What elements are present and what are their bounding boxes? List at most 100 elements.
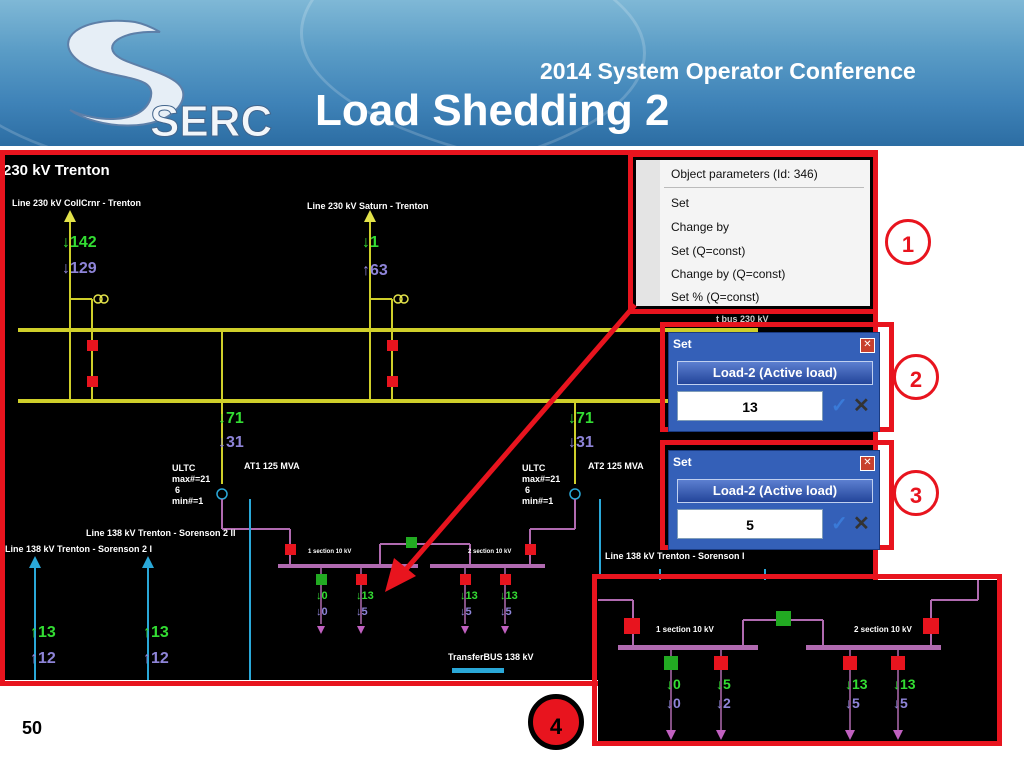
load1a-arrow xyxy=(317,626,325,634)
slide-number: 50 xyxy=(22,718,43,738)
transfer-bus-label: TransferBUS 138 kV xyxy=(448,652,534,662)
load2a-p: ↓13 xyxy=(460,590,478,602)
zoom-breaker-load2b[interactable] xyxy=(891,656,905,670)
dialog1-cancel-x-icon[interactable]: ✕ xyxy=(853,395,870,417)
breaker-load2b[interactable] xyxy=(500,574,511,585)
load1a-q: ↓0 xyxy=(316,606,328,618)
dialog1-confirm-check-icon[interactable]: ✓ xyxy=(831,395,848,417)
flow-collcrnr-p: ↓142 xyxy=(62,234,97,251)
breaker-left-1[interactable] xyxy=(87,340,98,351)
flow-sor2ii-q: ↑12 xyxy=(143,650,169,667)
zoom-load1b-q: ↓2 xyxy=(716,695,731,711)
menu-header-object-params[interactable]: Object parameters (Id: 346) xyxy=(671,167,818,181)
zoom-load1b-p: ↓5 xyxy=(716,676,731,692)
line-label-saturn: Line 230 kV Saturn - Trenton xyxy=(307,201,429,211)
flow-sor2ii-p: ↑13 xyxy=(143,624,169,641)
dialog2-close-icon[interactable]: ✕ xyxy=(860,456,875,471)
zoom-lines xyxy=(598,580,979,740)
at1-label: AT1 125 MVA xyxy=(244,461,300,471)
breaker-left-2[interactable] xyxy=(87,376,98,387)
zoom-load1a-q: ↓0 xyxy=(666,695,681,711)
breaker-mid-1[interactable] xyxy=(387,340,398,351)
dialog2-caption: Set xyxy=(673,455,692,469)
dialog2-value-input[interactable]: 5 xyxy=(677,509,823,539)
flow-saturn-p: ↓1 xyxy=(362,234,379,251)
transfer-bus xyxy=(452,668,504,673)
ct-left-2 xyxy=(99,294,109,304)
ct-mid-1 xyxy=(393,294,403,304)
menu-item-set[interactable]: Set xyxy=(671,196,690,210)
flow-tx1-q: ↓31 xyxy=(218,434,244,451)
load1a-p: ↓0 xyxy=(316,590,328,602)
dialog1-caption: Set xyxy=(673,337,692,351)
zoom-breaker-sec2[interactable] xyxy=(923,618,939,634)
logo-text: SERC xyxy=(150,97,272,145)
flow-saturn-q: ↑63 xyxy=(362,262,388,279)
zoom-load1a-arrow xyxy=(666,730,676,740)
pointer-arrow-shaft xyxy=(393,303,637,584)
section2-bus xyxy=(430,564,545,568)
pointer-arrow-head xyxy=(385,558,416,592)
breaker-tie[interactable] xyxy=(406,537,417,548)
flow-tx2-q: ↓31 xyxy=(568,434,594,451)
zoom-section1-label: 1 section 10 kV xyxy=(656,625,714,634)
menu-item-set-q-const[interactable]: Set (Q=const) xyxy=(671,244,746,258)
menu-item-change-by[interactable]: Change by xyxy=(671,220,730,234)
conference-title: 2014 System Operator Conference xyxy=(540,58,916,84)
dialog2-cancel-x-icon[interactable]: ✕ xyxy=(853,513,870,535)
dialog1-header: Load-2 (Active load) xyxy=(677,361,873,385)
menu-item-change-by-q-const[interactable]: Change by (Q=const) xyxy=(671,267,786,281)
zoom-load2a-arrow xyxy=(845,730,855,740)
line-label-sor2i: Line 138 kV Trenton - Sorenson 2 I xyxy=(5,544,153,554)
set-dialog-1: Set ✕ Load-2 (Active load) 13 ✓ ✕ xyxy=(668,332,880,432)
zoom-load2b-p: ↓13 xyxy=(893,676,916,692)
highlight-menu xyxy=(628,152,878,314)
section2-label: 2 section 10 kV xyxy=(468,549,512,555)
line138-left-1-arrow xyxy=(29,556,41,568)
load1b-p: ↓13 xyxy=(356,590,374,602)
context-menu: Object parameters (Id: 346) Set Change b… xyxy=(636,160,870,306)
breaker-mid-2[interactable] xyxy=(387,376,398,387)
at2-label: AT2 125 MVA xyxy=(588,461,644,471)
breaker-load1a[interactable] xyxy=(316,574,327,585)
breaker-load1b[interactable] xyxy=(356,574,367,585)
breaker-load2a[interactable] xyxy=(460,574,471,585)
load2b-arrow xyxy=(501,626,509,634)
serc-logo: SERC xyxy=(67,19,273,145)
callout-3: 3 xyxy=(893,470,939,516)
load1b-q: ↓5 xyxy=(356,606,368,618)
zoom-load2b-q: ↓5 xyxy=(893,695,908,711)
zoom-breaker-load1b[interactable] xyxy=(714,656,728,670)
zoom-section2-label: 2 section 10 kV xyxy=(854,625,912,634)
zoom-breaker-load2a[interactable] xyxy=(843,656,857,670)
ct-left-1 xyxy=(93,294,103,304)
title-banner: SERC 2014 System Operator Conference Loa… xyxy=(0,0,1024,146)
callout-1: 1 xyxy=(885,219,931,265)
zoom-breaker-sec1[interactable] xyxy=(624,618,640,634)
menu-item-set-percent-q-const[interactable]: Set % (Q=const) xyxy=(671,290,760,304)
flow-sor2i-q: ↑12 xyxy=(30,650,56,667)
dialog1-value-input[interactable]: 13 xyxy=(677,391,823,421)
section1-bus xyxy=(278,564,418,568)
callout-4: 4 xyxy=(528,694,584,750)
zoom-load1b-arrow xyxy=(716,730,726,740)
breaker-sec2[interactable] xyxy=(525,544,536,555)
dialog1-close-icon[interactable]: ✕ xyxy=(860,338,875,353)
flow-collcrnr-q: ↓129 xyxy=(62,260,97,277)
line138-left-2-arrow xyxy=(142,556,154,568)
load2a-q: ↓5 xyxy=(460,606,472,618)
zoom-load2a-p: ↓13 xyxy=(845,676,868,692)
callout-2: 2 xyxy=(893,354,939,400)
dialog2-confirm-check-icon[interactable]: ✓ xyxy=(831,513,848,535)
flow-tx2-p: ↓71 xyxy=(568,410,594,427)
load2a-arrow xyxy=(461,626,469,634)
feeder-mid-arrow xyxy=(364,210,376,222)
zoom-breaker-load1a[interactable] xyxy=(664,656,678,670)
zoom-breaker-tie[interactable] xyxy=(776,611,791,626)
breaker-sec1[interactable] xyxy=(285,544,296,555)
line-label-sor2ii: Line 138 kV Trenton - Sorenson 2 II xyxy=(86,528,236,538)
flow-sor2i-p: ↑13 xyxy=(30,624,56,641)
zoom-load2b-arrow xyxy=(893,730,903,740)
